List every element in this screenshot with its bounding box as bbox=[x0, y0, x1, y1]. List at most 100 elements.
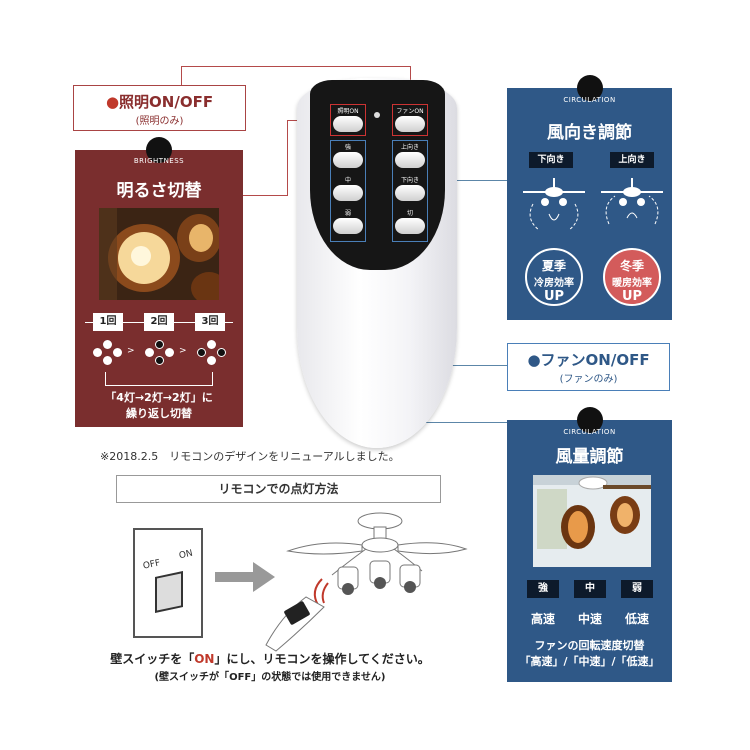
speed-tag: 弱 bbox=[621, 580, 653, 598]
fan-onoff-sub: (ファンのみ) bbox=[559, 374, 618, 385]
connector-line bbox=[348, 422, 508, 423]
light-onoff-title: 照明ON/OFF bbox=[119, 93, 214, 111]
light-onoff-sub: (照明のみ) bbox=[135, 116, 184, 127]
summer-a: 夏季 bbox=[541, 259, 566, 273]
direction-title: 風向き調節 bbox=[547, 123, 632, 143]
loop-line bbox=[105, 372, 213, 386]
fan-power-button[interactable] bbox=[395, 116, 425, 132]
volume-title: 風量調節 bbox=[555, 447, 624, 467]
switch-off-label: OFF bbox=[142, 558, 162, 572]
connector-line bbox=[287, 120, 288, 196]
fan-onoff-title: ファンON/OFF bbox=[540, 351, 650, 369]
down-tag: 下向き bbox=[529, 152, 573, 168]
direction-up-button[interactable] bbox=[395, 152, 425, 168]
instruction-part: (壁スイッチが「 bbox=[154, 672, 230, 683]
up-tag: 上向き bbox=[610, 152, 654, 168]
brightness-title: 明るさ切替 bbox=[116, 181, 202, 201]
lamps-4-icon bbox=[93, 340, 123, 365]
instruction-part: 」の状態では使用できません) bbox=[251, 672, 386, 683]
lamps-2-alt-icon bbox=[197, 340, 227, 365]
direction-caption: CIRCULATION bbox=[563, 96, 616, 104]
remote-label: 上向き bbox=[400, 144, 419, 151]
remote-label: 切 bbox=[406, 210, 413, 217]
lamp-photo bbox=[99, 208, 219, 300]
light-power-button[interactable] bbox=[333, 116, 363, 132]
volume-caption: CIRCULATION bbox=[563, 428, 616, 436]
badge-icon bbox=[576, 407, 603, 433]
direction-down-button[interactable] bbox=[395, 185, 425, 201]
speed-value: 低速 bbox=[624, 612, 649, 626]
winter-a: 冬季 bbox=[619, 259, 644, 273]
volume-note-line2: 「高速」/「中速」/「低速」 bbox=[519, 655, 660, 668]
highlight-box bbox=[392, 140, 428, 242]
speed-mid-button[interactable] bbox=[333, 185, 363, 201]
fan-photo bbox=[533, 475, 651, 567]
remote-panel: 照明ON 強 中 弱 ファンON 上向き 下向き 切 bbox=[310, 80, 445, 270]
bullet-icon: ● bbox=[527, 351, 541, 369]
instruction-sub: (壁スイッチが「OFF」の状態では使用できません) bbox=[60, 668, 480, 683]
highlight-box bbox=[392, 104, 428, 136]
arrow-icon: > bbox=[127, 346, 135, 356]
badge-icon bbox=[576, 75, 603, 101]
speed-low-button[interactable] bbox=[333, 218, 363, 234]
brightness-note-line1: 「4灯→2灯→2灯」に bbox=[105, 391, 213, 404]
instruction-on: ON bbox=[194, 652, 215, 666]
step-label: 2回 bbox=[144, 313, 174, 331]
highlight-box bbox=[330, 104, 366, 136]
volume-note: ファンの回転速度切替 「高速」/「中速」/「低速」 bbox=[507, 638, 672, 670]
connector-line bbox=[243, 195, 287, 196]
howto-title: リモコンでの点灯方法 bbox=[116, 475, 441, 503]
switch-toggle-icon bbox=[155, 571, 183, 613]
brightness-note: 「4灯→2灯→2灯」に 繰り返し切替 bbox=[75, 390, 243, 422]
instruction-part: 」にし、リモコンを操作してください。 bbox=[214, 652, 430, 666]
direction-panel: CIRCULATION 風向き調節 下向き 上向き 夏季 冷房効率 UP 冬季 … bbox=[507, 75, 672, 320]
speed-high-button[interactable] bbox=[333, 152, 363, 168]
remote-label: ファンON bbox=[396, 108, 424, 115]
remote-label: 弱 bbox=[344, 210, 351, 217]
connector-line bbox=[410, 365, 508, 366]
remote-label: 強 bbox=[344, 144, 351, 151]
volume-panel: CIRCULATION 風量調節 強 中 弱 高速 中速 低速 ファンの回転速度… bbox=[507, 407, 672, 682]
connector-line bbox=[420, 180, 508, 181]
arrow-right-icon bbox=[215, 562, 275, 592]
badge-icon bbox=[146, 137, 172, 163]
speed-tag: 中 bbox=[574, 580, 606, 598]
volume-note-line1: ファンの回転速度切替 bbox=[534, 639, 645, 652]
summer-badge: 夏季 冷房効率 UP bbox=[525, 248, 583, 306]
remote-label: 照明ON bbox=[337, 108, 359, 115]
step-label: 3回 bbox=[195, 313, 225, 331]
ceiling-fan-icon bbox=[265, 512, 468, 652]
highlight-box bbox=[330, 140, 366, 242]
arrow-icon: > bbox=[179, 346, 187, 356]
remote-label: 下向き bbox=[400, 177, 419, 184]
summer-c: UP bbox=[543, 289, 565, 304]
fan-down-icon bbox=[523, 178, 585, 231]
led-indicator-icon bbox=[374, 112, 380, 118]
winter-c: UP bbox=[621, 289, 643, 304]
summer-b: 冷房効率 bbox=[534, 278, 574, 289]
lamps-2-icon bbox=[145, 340, 175, 365]
light-onoff-label: ●照明ON/OFF (照明のみ) bbox=[73, 85, 246, 131]
brightness-note-line2: 繰り返し切替 bbox=[126, 407, 192, 420]
connector-line bbox=[181, 66, 411, 67]
fan-up-icon bbox=[601, 178, 663, 225]
connector-line bbox=[181, 66, 182, 86]
instruction-off: OFF bbox=[229, 672, 252, 683]
winter-badge: 冬季 暖房効率 UP bbox=[603, 248, 661, 306]
instruction-main: 壁スイッチを「ON」にし、リモコンを操作してください。 bbox=[60, 650, 480, 667]
switch-on-label: ON bbox=[178, 548, 194, 562]
remote-label: 中 bbox=[344, 177, 351, 184]
brightness-panel: BRIGHTNESS 明るさ切替 1回 2回 3回 > > 「4灯→2灯→2灯」… bbox=[75, 137, 243, 427]
winter-b: 暖房効率 bbox=[612, 278, 652, 289]
speed-value: 高速 bbox=[530, 612, 555, 626]
fan-off-button[interactable] bbox=[395, 218, 425, 234]
speed-tag: 強 bbox=[527, 580, 559, 598]
bullet-icon: ● bbox=[105, 93, 120, 111]
renewal-note: ※2018.2.5 リモコンのデザインをリニューアルしました。 bbox=[100, 450, 400, 463]
brightness-caption: BRIGHTNESS bbox=[133, 157, 185, 165]
speed-value: 中速 bbox=[577, 612, 602, 626]
fan-onoff-label: ●ファンON/OFF (ファンのみ) bbox=[507, 343, 670, 391]
step-label: 1回 bbox=[93, 313, 123, 331]
wall-switch-icon: OFF ON bbox=[133, 528, 203, 638]
instruction-part: 壁スイッチを「 bbox=[110, 652, 195, 666]
